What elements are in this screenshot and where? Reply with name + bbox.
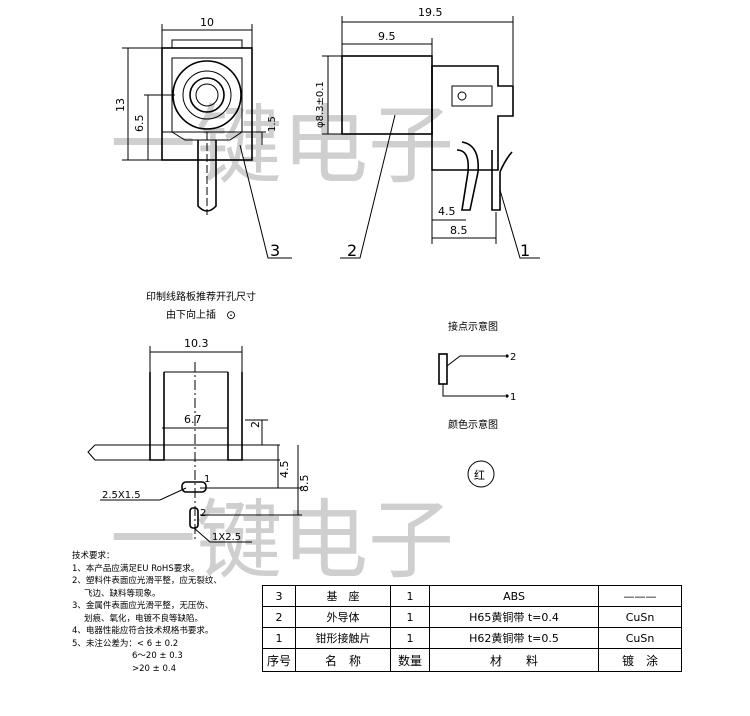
pcb-hole2-size: 1X2.5	[212, 532, 241, 543]
pcb-hole1-size: 2.5X1.5	[102, 490, 141, 501]
bom-plating: CuSn	[598, 606, 682, 628]
watermark-top: 一键电子	[110, 96, 454, 196]
side-pin-2	[491, 150, 513, 211]
tech-line: 划痕、氧化，电镀不良等缺陷。	[84, 613, 204, 624]
color-value: 红	[474, 469, 485, 482]
bom-plating: CuSn	[598, 627, 682, 649]
bom-qty: 1	[390, 606, 431, 628]
front-dim-width: 10	[200, 16, 214, 29]
bom-header-material: 材 料	[429, 648, 600, 672]
tech-line: 1、本产品应满足EU RoHS要求。	[72, 563, 200, 574]
wiring-diagram: 接点示意图 2 1	[438, 320, 516, 403]
wiring-pin-2: 2	[510, 352, 516, 363]
pcb-left-leg	[149, 372, 165, 461]
pcb-layout: 印制线路板推荐开孔尺寸 由下向上插 ⊙ 10.3 6.7 2 4.5 8.5	[87, 290, 311, 543]
pcb-pad-1	[181, 481, 207, 493]
side-dim-body: 9.5	[378, 30, 396, 43]
bom-name: 钳形接触片	[295, 627, 392, 649]
bom-material: H62黄铜带 t=0.5	[429, 627, 600, 649]
table-row: 2 外导体 1 H65黄铜带 t=0.4 CuSn	[261, 606, 682, 628]
tech-requirements: 技术要求： 1、本产品应满足EU RoHS要求。 2、塑料件表面应光滑平整，应无…	[72, 550, 272, 675]
pcb-pin1-label: 1	[204, 474, 210, 485]
side-dim-pin1: 4.5	[438, 205, 456, 218]
table-header-row: 序号 名 称 数量 材 料 镀 涂	[261, 648, 682, 672]
side-base	[431, 65, 514, 171]
bom-no: 1	[261, 627, 297, 649]
pcb-dim-width: 10.3	[184, 337, 209, 350]
bom-name: 外导体	[295, 606, 392, 628]
front-dim-pin: 1.5	[267, 116, 278, 132]
bom-table: 3 基 座 1 ABS ——— 2 外导体 1 H65黄铜带 t=0.4 CuS…	[261, 585, 682, 672]
callout-2: 2	[347, 241, 357, 260]
tech-line: 2、塑料件表面应光滑平整，应无裂纹、	[72, 576, 222, 586]
table-row: 1 钳形接触片 1 H62黄铜带 t=0.5 CuSn	[261, 627, 682, 649]
bom-header-qty: 数量	[390, 648, 431, 672]
pcb-dim-85: 8.5	[298, 475, 311, 493]
pcb-dim-2: 2	[249, 421, 262, 428]
table-row: 3 基 座 1 ABS ———	[261, 585, 682, 607]
bom-qty: 1	[390, 585, 431, 607]
tech-line: 4、电器性能应符合技术规格书要求。	[72, 626, 214, 636]
callout-1: 1	[520, 241, 530, 260]
bom-name: 基 座	[295, 585, 392, 607]
tech-line: 3、金属件表面应光滑平整，无压伤、	[72, 601, 214, 611]
pcb-subtitle: 由下向上插	[166, 308, 216, 321]
color-circle	[467, 460, 495, 488]
socket-inner-circle	[189, 77, 225, 113]
bom-material: H65黄铜带 t=0.4	[429, 606, 600, 628]
watermark-bottom: 一键电子	[110, 491, 454, 591]
bom-qty: 1	[390, 627, 431, 649]
callout-3-leader	[239, 144, 292, 259]
front-view: 10 13 6.5 1.5 3	[114, 16, 292, 260]
pcb-title: 印制线路板推荐开孔尺寸	[146, 290, 256, 303]
side-dim-total: 19.5	[418, 6, 443, 19]
front-dim-center: 6.5	[133, 115, 146, 133]
side-dim-pin2: 8.5	[450, 224, 468, 237]
color-note: 颜色示意图 红	[448, 418, 498, 488]
bom-plating: ———	[598, 585, 682, 607]
callout-1-leader	[499, 189, 540, 259]
callout-3: 3	[270, 241, 280, 260]
bom-no: 2	[261, 606, 297, 628]
tech-line: >20 ± 0.4	[132, 663, 176, 674]
bom-material: ABS	[429, 585, 600, 607]
wiring-pin-1: 1	[510, 392, 516, 403]
pcb-dim-pitch: 6.7	[184, 413, 202, 426]
bom-header-name: 名 称	[295, 648, 392, 672]
wiring-title: 接点示意图	[448, 320, 498, 333]
bom-header-plating: 镀 涂	[598, 648, 682, 672]
color-title: 颜色示意图	[448, 418, 498, 431]
callout-2-leader	[340, 114, 396, 259]
tech-title: 技术要求：	[72, 551, 115, 561]
tech-line: 6～20 ± 0.3	[132, 651, 183, 661]
side-dim-diameter: φ8.3±0.1	[315, 81, 326, 128]
side-view: 19.5 9.5 φ8.3±0.1 4.5 8.5 2 1	[315, 6, 540, 260]
pcb-dim-45: 4.5	[278, 461, 291, 479]
tech-line: 5、未注公差为：< 6 ± 0.2	[72, 638, 179, 649]
pcb-pin2-label: 2	[200, 508, 206, 519]
wiring-plug	[438, 353, 448, 385]
side-pin-1	[456, 141, 479, 211]
insert-direction-icon: ⊙	[226, 308, 236, 322]
front-dim-height: 13	[114, 98, 127, 112]
tech-line: 飞边、缺料等现象。	[84, 588, 161, 599]
pcb-right-leg	[227, 372, 243, 461]
bom-no: 3	[261, 585, 297, 607]
watermark: 一键电子 一键电子	[110, 96, 454, 591]
bom-header-no: 序号	[261, 648, 297, 672]
